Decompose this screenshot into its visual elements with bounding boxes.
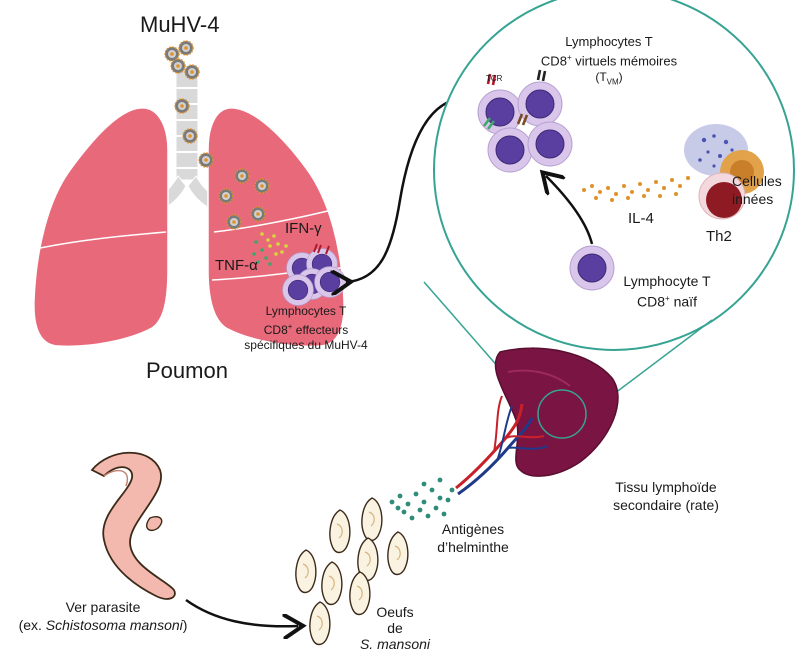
spleen-label: Tissu lymphoïde secondaire (rate) [596, 478, 736, 514]
innate-line2: innées [732, 191, 774, 207]
tvm-cells [477, 69, 573, 173]
spleen-icon [455, 347, 619, 496]
arrow-naive-to-tvm [546, 176, 594, 245]
tvm-label: Lymphocytes T CD8+ virtuels mémoires (TV… [504, 34, 714, 91]
worm-line2: (ex. Schistosoma mansoni) [18, 617, 188, 633]
antigen-dots [389, 477, 455, 521]
eggs-line2: de [387, 620, 403, 636]
tvm-line3: (TVM) [595, 70, 623, 87]
innate-label: Cellules innées [732, 172, 782, 208]
effector-label: Lymphocytes T CD8+ effecteurs spécifique… [236, 304, 376, 353]
worm-line1: Ver parasite [65, 599, 141, 615]
th2-label: Th2 [706, 228, 732, 245]
left-lung [33, 107, 169, 348]
effector-line3: spécifiques du MuHV-4 [244, 338, 368, 352]
naive-line1: Lymphocyte T [623, 273, 711, 289]
tvm-line1: Lymphocytes T [565, 34, 653, 49]
antigens-label: Antigènes d’helminthe [418, 520, 528, 556]
arrow-worm-to-eggs [185, 598, 298, 626]
naive-line2: CD8+ naïf [637, 293, 697, 310]
tcr-receptors [482, 69, 547, 130]
ifn-label: IFN-γ [285, 220, 322, 237]
tnf-dots [252, 240, 272, 266]
tnf-label: TNF-α [215, 257, 258, 274]
eggs-line1: Oeufs [376, 604, 414, 620]
th2-cell [698, 172, 746, 220]
effector-line1: Lymphocytes T [265, 304, 347, 318]
zoom-circle [433, 0, 795, 351]
arrow-icon [346, 96, 471, 282]
spleen-line1: Tissu lymphoïde [615, 479, 717, 495]
il4-label: IL-4 [628, 210, 654, 227]
ifn-dots [260, 232, 288, 256]
naive-label: Lymphocyte T CD8+ naïf [612, 272, 722, 311]
antigens-line1: Antigènes [441, 521, 505, 537]
il4-dots [582, 176, 690, 202]
lung-label: Poumon [146, 358, 228, 383]
eggs-line3: S. mansoni [359, 636, 431, 652]
tvm-line2: CD8+ virtuels mémoires [540, 53, 678, 69]
worm-label: Ver parasite (ex. Schistosoma mansoni) [0, 598, 206, 634]
worm-icon [90, 451, 176, 600]
virus-label: MuHV-4 [140, 12, 220, 37]
spleen-line2: secondaire (rate) [613, 497, 719, 513]
antigens-line2: d’helminthe [437, 539, 509, 555]
naive-t-cell [569, 245, 615, 291]
eggs-label: Oeufs de S. mansoni [340, 604, 450, 652]
innate-line1: Cellules [732, 173, 782, 189]
effector-line2: CD8+ effecteurs [263, 322, 349, 337]
effector-t-cells [282, 243, 346, 306]
tcr-label: TCR [486, 74, 503, 83]
